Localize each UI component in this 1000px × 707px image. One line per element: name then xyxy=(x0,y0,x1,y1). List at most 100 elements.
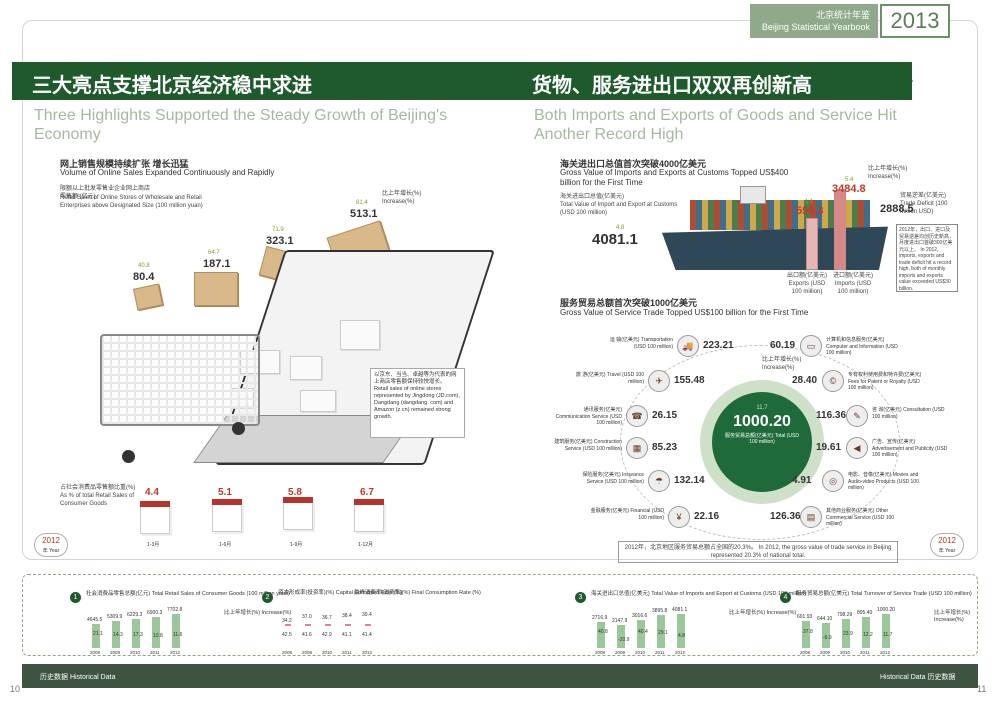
footer-left: 历史数据 Historical Data xyxy=(40,674,116,681)
share-bar xyxy=(212,499,242,532)
consumption-rate-value: 42.5 xyxy=(282,632,292,638)
chart-title: 海关进出口总值(亿美元) Total Value of Imports and … xyxy=(591,591,807,597)
chart-number-c3: 3 xyxy=(575,592,586,603)
year-tick: 2012 xyxy=(880,650,891,655)
service-label-0: 运 输(亿美元) Transportation (USD 100 million… xyxy=(609,337,673,350)
consumption-rate-value: 41.1 xyxy=(342,632,352,638)
online-growth-label: 比上年增长(%) Increase(%) xyxy=(382,191,422,205)
mini-bar-value: 798.29 xyxy=(837,611,853,618)
consumption-rate-value: 41.6 xyxy=(302,632,312,638)
growth-label: 比上年增长(%) Increase(%) xyxy=(729,610,797,616)
goods-total: 4081.1 xyxy=(592,231,638,248)
truck-icon: 🚚 xyxy=(677,335,699,357)
service-label-1: 旅 游(亿美元) Travel (USD 100 million) xyxy=(575,372,644,385)
yearbook-year: 2013 xyxy=(880,4,950,38)
service-value: 28.40 xyxy=(792,375,818,386)
left-title: 三大亮点支撑北京经济稳中求进 xyxy=(32,73,312,97)
year-tick: 2011 xyxy=(860,650,870,655)
mini-growth-value: 40.4 xyxy=(638,628,648,635)
mini-bar-value: 4645.5 xyxy=(87,616,103,623)
year-tick: 2010 xyxy=(130,650,141,655)
deficit-value: 2888.5 xyxy=(880,203,914,215)
mini-bar-value: 1000.20 xyxy=(877,607,896,613)
service-label-r2: 咨 询(亿美元) Consultation (USD 100 million) xyxy=(872,407,945,420)
mini-bar-value: 7702.8 xyxy=(167,607,183,613)
online-title-en: Volume of Online Sales Expanded Continuo… xyxy=(60,168,275,177)
share-bar xyxy=(283,497,313,530)
imports-growth: 5.4 xyxy=(845,177,854,183)
service-label-r1: 专有权利使用费和特许费(亿美元) Fees for Patent or Roya… xyxy=(848,372,922,391)
rate-marker xyxy=(305,624,311,626)
mini-growth-value: 11.7 xyxy=(883,632,893,639)
mini-bar-value: 6900.3 xyxy=(147,609,163,616)
growth-2012: 81.4 xyxy=(356,200,368,206)
goods-title-cn: 海关进出口总值首次突破4000亿美元 xyxy=(560,159,707,169)
service-label-r3: 广告、宣传(亿美元) Advertisement and Publicity (… xyxy=(872,439,948,458)
growth-label: 比上年增长(%) Increase(%) xyxy=(224,610,292,616)
service-title-en: Gross Value of Service Trade Topped US$1… xyxy=(560,308,809,317)
share-year: 6.7 xyxy=(360,487,374,498)
mini-bar xyxy=(152,616,160,648)
right-subtitle: Both Imports and Exports of Goods and Se… xyxy=(534,107,897,143)
share-bar xyxy=(354,499,384,532)
year-tick: 2009 xyxy=(820,650,831,655)
banner-arrow xyxy=(895,62,913,100)
briefcase-icon: ▤ xyxy=(800,506,822,528)
film-icon: ◎ xyxy=(822,470,844,492)
year-tick: 2010 xyxy=(322,650,333,655)
mini-growth-value: 11.6 xyxy=(173,632,183,639)
chart-title: 资本形成率(投资率)(%) Capital Formation Rate (%) xyxy=(278,590,403,596)
share-title-en: As % of total Retail Sales of Consumer G… xyxy=(60,493,135,507)
consult-icon: ✎ xyxy=(846,405,868,427)
ship-bridge xyxy=(740,186,766,204)
share-month: 1-12月 xyxy=(358,542,374,548)
share-q3: 5.8 xyxy=(288,487,302,498)
chart-title2: 最终消费率(消费率)(%) Final Consumption Rate (%) xyxy=(354,590,481,596)
service-value: 126.36 xyxy=(770,511,801,522)
service-title-cn: 服务贸易总额首次突破1000亿美元 xyxy=(560,298,698,308)
service-label-5: 金融服务(亿美元) Financial (USD 100 million) xyxy=(590,508,664,521)
service-label-r0: 计算机和信息服务(亿美元) Computer and Information (… xyxy=(826,337,898,356)
year-tick: 2010 xyxy=(840,650,851,655)
exports-value: 596.3 xyxy=(796,205,824,217)
page-number-left: 10 xyxy=(10,684,21,694)
mini-bar xyxy=(112,621,120,648)
rate-marker xyxy=(285,624,291,626)
service-value: 22.16 xyxy=(694,511,720,522)
online-value-q3: 323.1 xyxy=(266,235,294,247)
year-tick: 2011 xyxy=(150,650,160,655)
share-title-cn: 占社会消费品零售额比重(%) xyxy=(60,485,136,491)
mini-bar xyxy=(597,622,605,648)
mini-bar-value: 691.93 xyxy=(797,614,813,621)
mini-growth-value: 17.3 xyxy=(133,631,143,638)
phone-icon: ☎ xyxy=(626,405,648,427)
imports-label: 进口额(亿美元) Imports (USD 100 million) xyxy=(833,273,873,295)
mini-growth-value: 23.9 xyxy=(843,630,853,637)
growth-2012q3: 71.9 xyxy=(272,227,284,233)
mini-bar-value: 2716.9 xyxy=(592,615,608,622)
historical-data-panel xyxy=(22,574,978,656)
chart-number-c2: 2 xyxy=(262,592,273,603)
online-value-year: 513.1 xyxy=(350,208,378,220)
service-label-r5: 其他商业服务(亿美元) Other Commercial Service (US… xyxy=(826,508,895,527)
year-tick: 2008 xyxy=(282,650,293,655)
year-tick: 2012 xyxy=(362,650,373,655)
service-value: 132.14 xyxy=(674,475,705,486)
capital-rate-value: 38.4 xyxy=(342,612,352,619)
service-value: 223.21 xyxy=(703,340,734,351)
chart-number-c4: 4 xyxy=(780,592,791,603)
mini-bar xyxy=(132,618,140,648)
share-month: 1-6月 xyxy=(219,542,232,548)
service-total-circle: 11.7 1000.20 服务贸易总额(亿美元) Total (USD 100 … xyxy=(712,392,812,492)
mini-growth-value: 12.2 xyxy=(863,632,873,639)
online-note-cn: 限额以上批发零售业企业网上商店零售额 (亿元) xyxy=(60,186,151,200)
growth-label: 比上年增长(%) Increase(%) xyxy=(934,610,971,623)
mini-bar-value: 644.10 xyxy=(817,615,833,622)
mini-bar xyxy=(862,616,870,648)
share-q1: 4.4 xyxy=(145,487,159,498)
year-tick: 2009 xyxy=(302,650,313,655)
mini-bar xyxy=(802,621,810,648)
umbrella-icon: ☂ xyxy=(648,470,670,492)
rate-marker xyxy=(365,624,371,626)
